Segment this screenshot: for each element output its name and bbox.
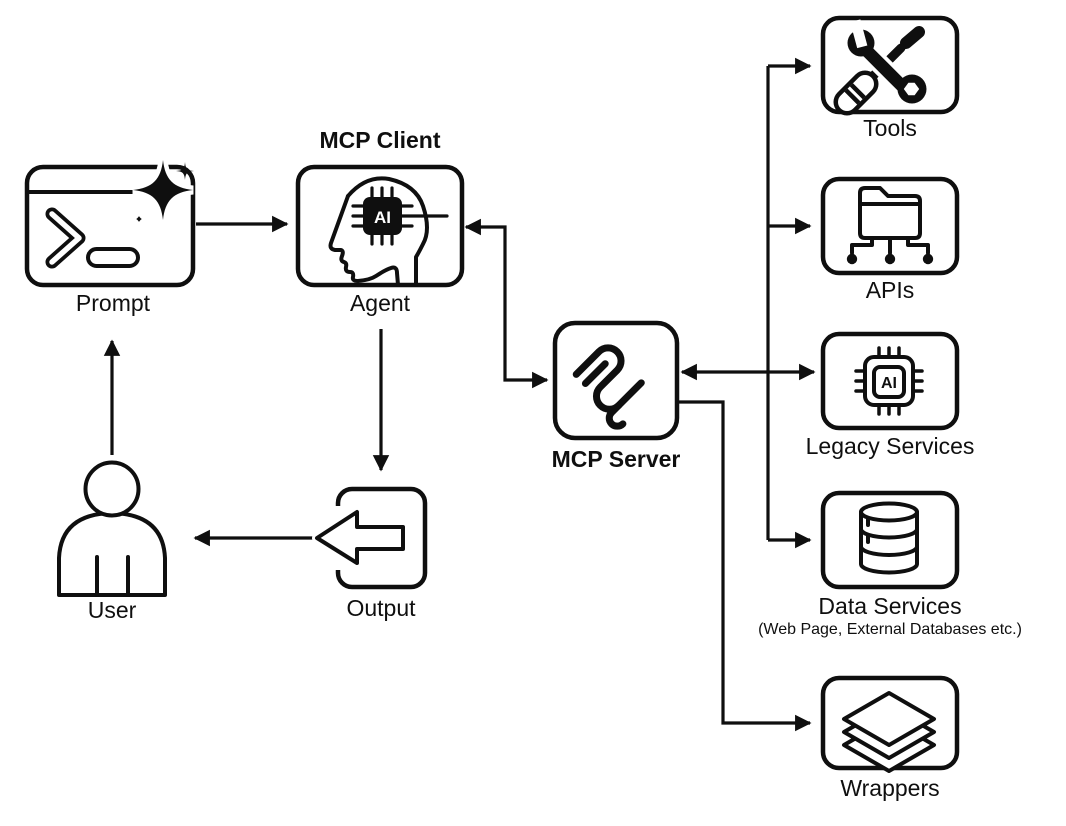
legacy-services-label: Legacy Services <box>805 433 975 459</box>
ai-chip-text: AI <box>374 208 391 227</box>
mcp-client-title: MCP Client <box>319 127 441 153</box>
mcp-server-box <box>552 320 680 441</box>
tools-label: Tools <box>863 115 917 141</box>
mcp-server-label: MCP Server <box>551 446 681 472</box>
user-label: User <box>87 597 137 623</box>
person-icon <box>57 460 167 597</box>
prompt-node <box>24 159 196 288</box>
sparkle-tiny <box>176 162 194 180</box>
ai-head-icon: AI <box>328 176 449 287</box>
output-label: Output <box>346 595 416 621</box>
folder-network-icon <box>846 186 934 265</box>
arrow-client-server-elbow <box>464 218 549 389</box>
mcp-server-node <box>552 320 680 441</box>
layers-icon <box>842 691 936 773</box>
sparkle-small <box>124 204 154 234</box>
data-services-node <box>820 490 960 590</box>
user-node <box>57 460 167 597</box>
legacy-ai-chip-text: AI <box>881 375 897 392</box>
wrappers-node <box>820 675 960 773</box>
database-icon <box>859 501 919 575</box>
ai-chip-icon: AI <box>854 346 924 416</box>
mcp-logo-icon <box>572 344 645 430</box>
wrappers-label: Wrappers <box>840 775 940 801</box>
output-node <box>312 486 428 590</box>
wrench-screwdriver-icon <box>833 19 927 116</box>
ai-chip-square <box>363 197 402 235</box>
data-services-label: Data Services <box>818 593 962 619</box>
arrow-server-to-wrappers <box>677 400 812 732</box>
apis-node <box>820 176 960 276</box>
export-arrow-icon <box>312 507 408 568</box>
tools-node <box>820 15 960 116</box>
chip-pins <box>351 186 449 246</box>
connectors <box>103 57 816 732</box>
agent-label: Agent <box>349 290 411 316</box>
legacy-services-node: AI <box>820 331 960 431</box>
apis-label: APIs <box>865 277 915 303</box>
mcp-client-node: AI <box>295 164 465 288</box>
prompt-label: Prompt <box>75 290 151 316</box>
data-services-sublabel: (Web Page, External Databases etc.) <box>758 621 1022 638</box>
terminal-sparkle-icon <box>25 159 194 269</box>
